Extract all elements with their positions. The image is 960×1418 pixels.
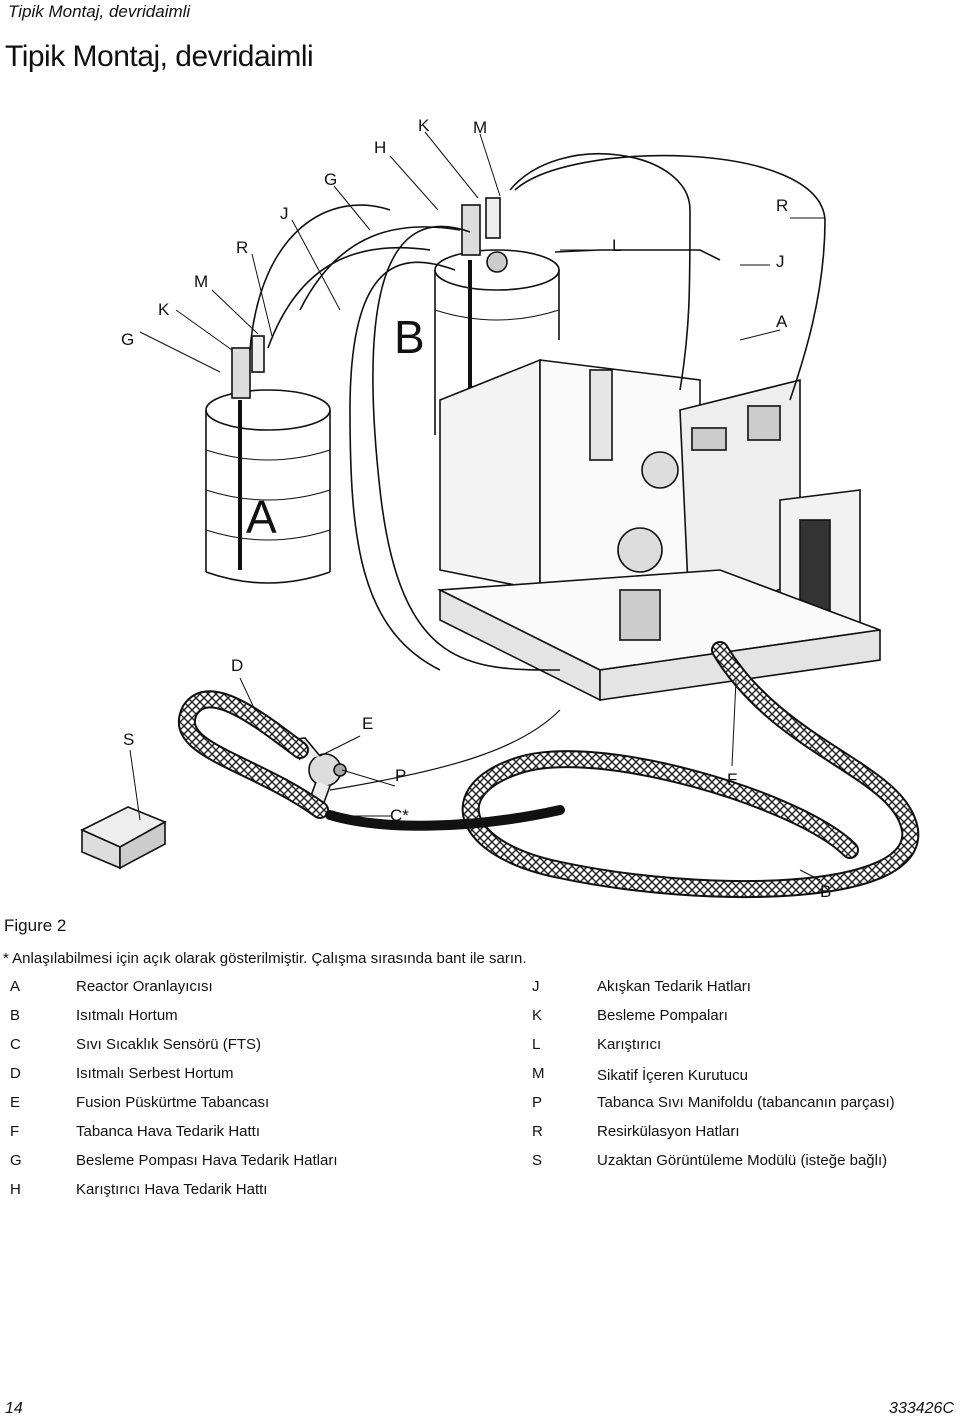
legend-text: Uzaktan Görüntüleme Modülü (isteğe bağlı… <box>597 1152 888 1169</box>
label-a-drum: A <box>246 491 277 543</box>
callout-f: F <box>727 770 738 789</box>
callout-k-left: K <box>158 300 170 319</box>
callout-m-center: M <box>473 118 488 137</box>
legend-text: Besleme Pompası Hava Tedarik Hatları <box>76 1152 338 1169</box>
legend-text: Resirkülasyon Hatları <box>597 1123 740 1140</box>
legend-key: G <box>10 1152 22 1169</box>
legend-key: H <box>10 1181 21 1198</box>
legend-key: D <box>10 1065 21 1082</box>
legend-text: Besleme Pompaları <box>597 1007 728 1024</box>
legend-key: E <box>10 1094 21 1111</box>
legend-text: Tabanca Hava Tedarik Hattı <box>76 1123 260 1140</box>
installation-drawing <box>80 131 920 899</box>
legend-key: P <box>532 1094 543 1111</box>
legend-text: Karıştırıcı Hava Tedarik Hattı <box>76 1181 268 1198</box>
legend-key: M <box>532 1065 545 1082</box>
callout-j-left: J <box>280 204 289 223</box>
callout-m-left: M <box>194 272 209 291</box>
legend-key: J <box>532 978 540 995</box>
callout-p: P <box>395 766 407 785</box>
legend-key: S <box>532 1152 543 1169</box>
legend-key: B <box>10 1007 21 1024</box>
page-number: 14 <box>5 1400 23 1417</box>
callout-g-center: G <box>324 170 338 189</box>
assembly-note: * Anlaşılabilmesi için açık olarak göste… <box>3 950 527 967</box>
reactor-unit <box>437 358 881 702</box>
legend-text: Isıtmalı Hortum <box>76 1007 178 1024</box>
callout-l: L <box>612 236 622 255</box>
figure-caption: Figure 2 <box>4 916 67 935</box>
legend-key: L <box>532 1036 541 1053</box>
label-b-drum: B <box>394 311 425 363</box>
callout-e: E <box>362 714 374 733</box>
legend-key: C <box>10 1036 21 1053</box>
callout-b-hose: B <box>820 882 832 901</box>
legend-text: Akışkan Tedarik Hatları <box>597 978 751 995</box>
callout-g-left: G <box>121 330 135 349</box>
drum-a <box>205 335 331 584</box>
legend-text: Isıtmalı Serbest Hortum <box>76 1065 234 1082</box>
legend-key: F <box>10 1123 20 1140</box>
callout-s: S <box>123 730 135 749</box>
callout-c: C* <box>390 806 409 825</box>
legend-text: Karıştırıcı <box>597 1036 662 1053</box>
legend-text: Sikatif İçeren Kurutucu <box>597 1067 748 1084</box>
legend-key: R <box>532 1123 543 1140</box>
remote-display-module <box>80 806 167 870</box>
legend-key: K <box>532 1007 543 1024</box>
callout-d: D <box>231 656 244 675</box>
callout-a-right: A <box>776 312 788 331</box>
legend-text: Tabanca Sıvı Manifoldu (tabancanın parça… <box>597 1094 895 1111</box>
document-number: 333426C <box>889 1400 954 1417</box>
installation-figure: G K M R J G H K M B L R J A A D S E P C*… <box>0 110 960 930</box>
running-header: Tipik Montaj, devridaimli <box>8 2 191 21</box>
page-title: Tipik Montaj, devridaimli <box>5 40 314 73</box>
callout-r-left: R <box>236 238 249 257</box>
drum-b <box>434 197 560 435</box>
heated-hose <box>178 641 920 899</box>
legend-text: Reactor Oranlayıcısı <box>76 978 213 995</box>
callout-r-right: R <box>776 196 789 215</box>
callout-j-right: J <box>776 252 785 271</box>
callout-h: H <box>374 138 387 157</box>
legend-text: Sıvı Sıcaklık Sensörü (FTS) <box>76 1036 262 1053</box>
callout-k-center: K <box>418 116 430 135</box>
legend-text: Fusion Püskürtme Tabancası <box>76 1094 270 1111</box>
legend-key: A <box>10 978 21 995</box>
